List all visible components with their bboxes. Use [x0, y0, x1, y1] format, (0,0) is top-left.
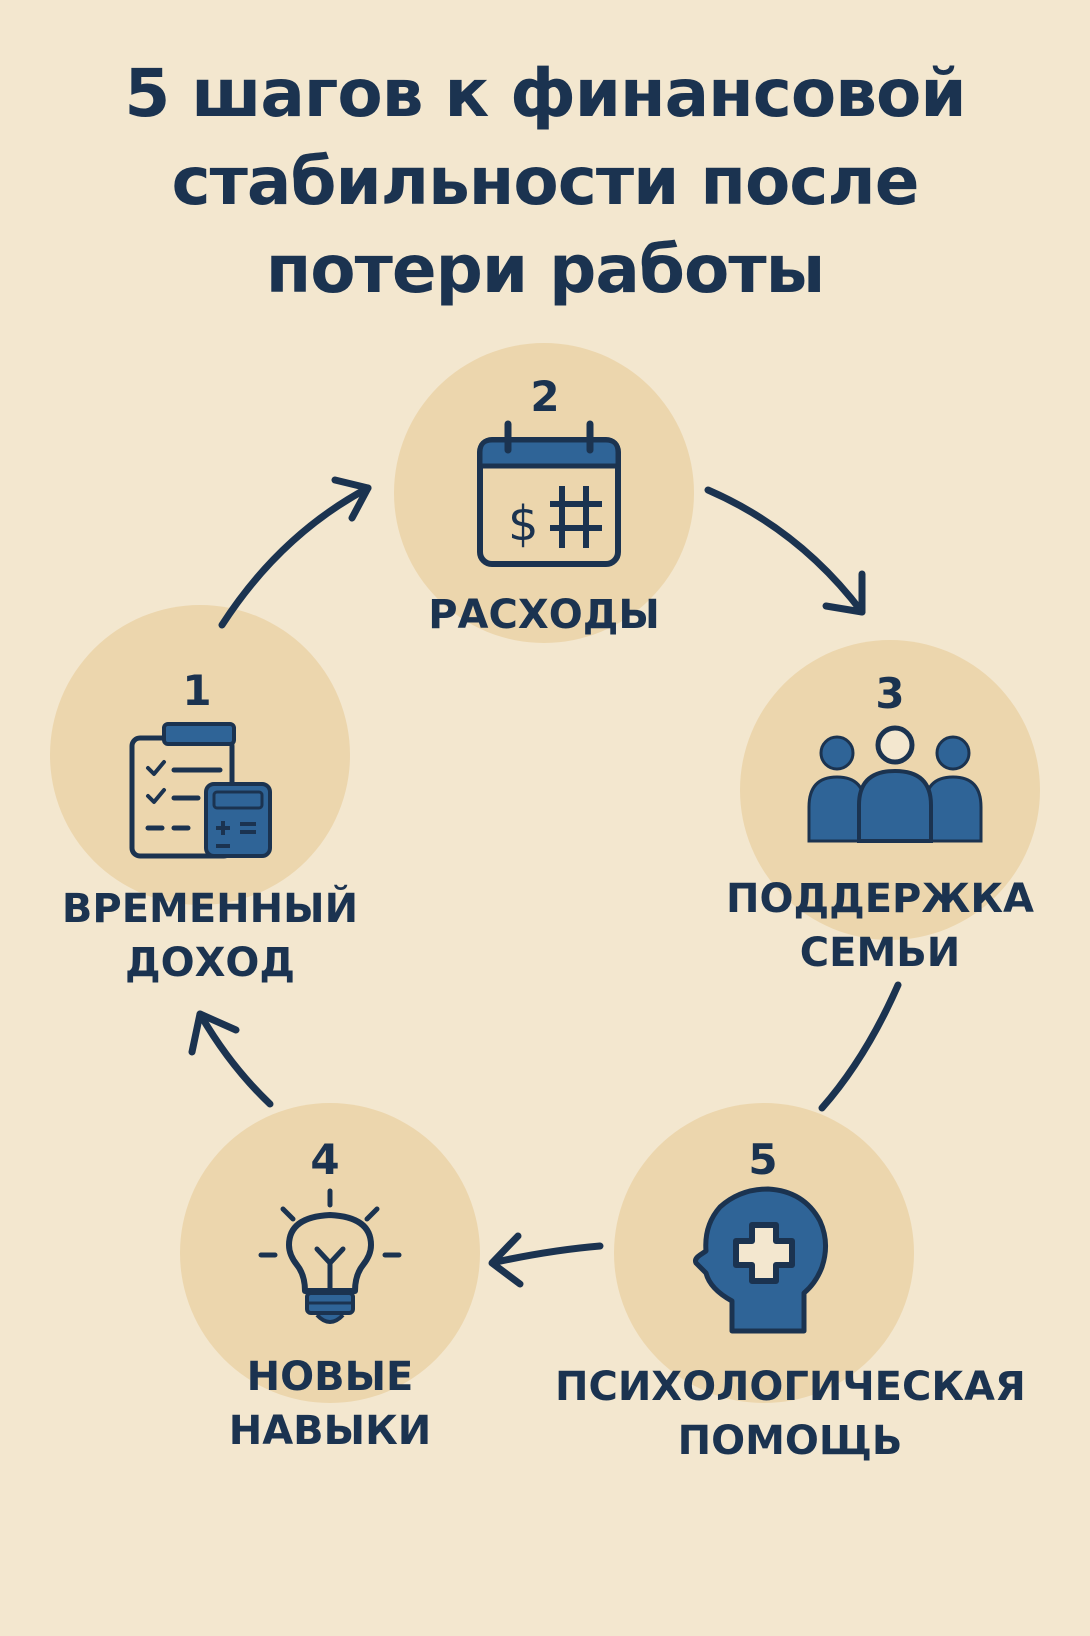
step-4-circle [180, 1103, 480, 1403]
step-1-number: 1 [182, 666, 212, 715]
checklist-calculator-icon [129, 722, 272, 859]
step-3-label: ПОДДЕРЖКА СЕМЬИ [670, 872, 1090, 980]
step-4-label-line1: НОВЫЕ [246, 1354, 414, 1400]
arrow-step2-to-step3 [704, 486, 866, 616]
arrow-step3-to-step5 [818, 981, 902, 1112]
arrow-step4-to-step1 [196, 1010, 274, 1108]
step-3-label-line1: ПОДДЕРЖКА [726, 876, 1034, 922]
step-2-number: 2 [530, 372, 560, 421]
title-line-3: потери работы [265, 231, 826, 308]
head-medical-cross-icon [693, 1186, 828, 1334]
step-1-label-line2: ДОХОД [124, 940, 296, 986]
arrow-step5-to-step4-head [488, 1232, 524, 1288]
step-5-label-line1: ПСИХОЛОГИЧЕСКАЯ [555, 1364, 1026, 1410]
people-group-icon [807, 725, 983, 843]
step-4-number: 4 [310, 1135, 340, 1184]
step-5-number: 5 [748, 1135, 778, 1184]
step-2-circle [394, 343, 694, 643]
page-title: 5 шагов к финансовой стабильности после … [0, 50, 1090, 314]
step-4-label: НОВЫЕ НАВЫКИ [120, 1350, 540, 1458]
arrow-step1-to-step2-head [331, 476, 372, 522]
title-line-1: 5 шагов к финансовой [124, 55, 966, 132]
step-5-label-line2: ПОМОЩЬ [677, 1418, 903, 1464]
arrow-step5-to-step4 [492, 1242, 604, 1266]
step-3-label-line2: СЕМЬИ [799, 930, 961, 976]
step-2-label: РАСХОДЫ [334, 588, 754, 642]
step-1-label: ВРЕМЕННЫЙ ДОХОД [0, 882, 420, 990]
step-1-label-line1: ВРЕМЕННЫЙ [61, 886, 359, 932]
step-4-label-line2: НАВЫКИ [228, 1408, 432, 1454]
step-3-number: 3 [875, 669, 905, 718]
title-line-2: стабильности после [171, 143, 919, 220]
arrow-step4-to-step1-head [188, 1010, 240, 1056]
calendar-dollar-icon: $ [477, 420, 621, 567]
lightbulb-icon [258, 1188, 402, 1324]
step-2-label-line1: РАСХОДЫ [428, 592, 660, 638]
arrow-step1-to-step2 [218, 484, 372, 629]
arrow-step2-to-step3-head [822, 570, 866, 616]
svg-text:$: $ [508, 496, 539, 552]
step-5-label: ПСИХОЛОГИЧЕСКАЯ ПОМОЩЬ [555, 1360, 1026, 1468]
